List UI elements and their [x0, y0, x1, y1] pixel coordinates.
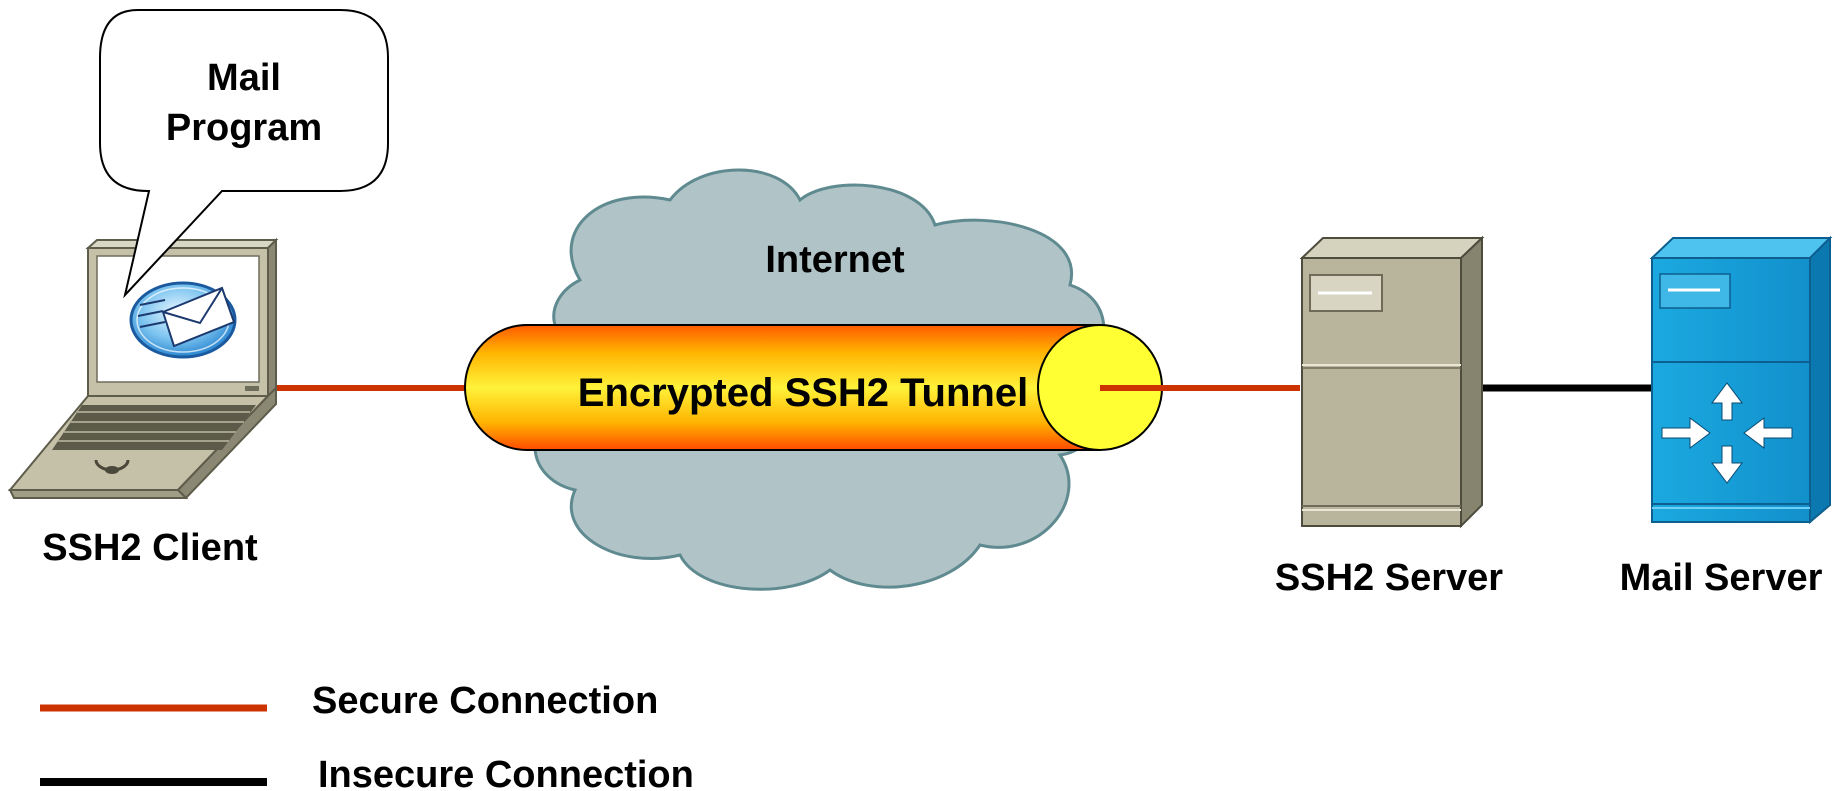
legend-insecure-label: Insecure Connection [318, 754, 694, 791]
mail-server-icon [1649, 235, 1833, 525]
legend: Secure Connection Insecure Connection [40, 680, 694, 791]
ssh-server-label: SSH2 Server [1275, 557, 1503, 599]
legend-secure-label: Secure Connection [312, 680, 658, 722]
cloud-label: Internet [765, 239, 905, 281]
laptop-icon [7, 237, 279, 500]
mail-envelope-icon [129, 281, 237, 359]
speech-bubble-line2: Program [166, 107, 322, 149]
speech-bubble [99, 9, 389, 299]
server-tower-icon [1299, 235, 1485, 529]
client-label: SSH2 Client [42, 527, 258, 569]
encrypted-tunnel [464, 324, 1165, 451]
tunnel-label: Encrypted SSH2 Tunnel [578, 371, 1028, 415]
speech-bubble-line1: Mail [207, 57, 281, 99]
mail-server-label: Mail Server [1620, 557, 1823, 599]
